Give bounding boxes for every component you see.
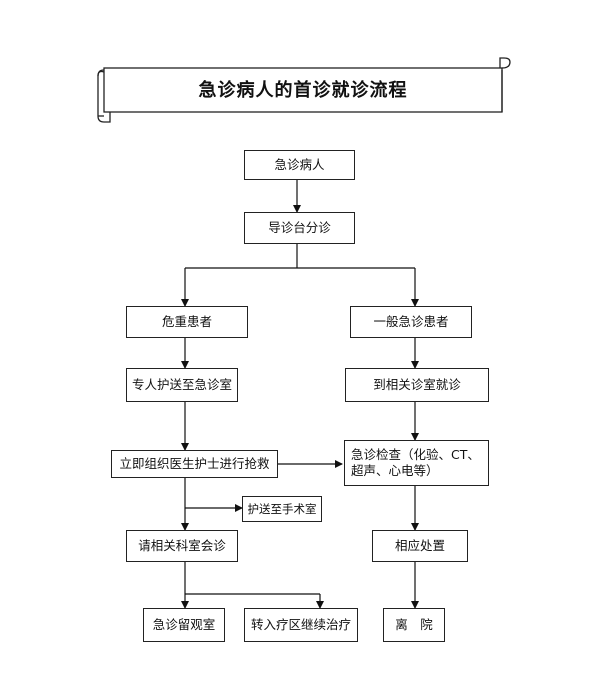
node-label: 到相关诊室就诊	[373, 377, 461, 392]
node-label: 离 院	[395, 617, 433, 632]
node-observation-room: 急诊留观室	[143, 608, 225, 642]
node-label: 急诊留观室	[152, 617, 216, 632]
page-title: 急诊病人的首诊就诊流程	[198, 80, 408, 101]
node-label: 一般急诊患者	[373, 314, 449, 329]
node-label: 立即组织医生护士进行抢救	[119, 456, 270, 471]
node-triage-desk: 导诊台分诊	[244, 212, 355, 244]
node-label: 急诊检查（化验、CT、 超声、心电等）	[351, 447, 480, 478]
node-emergency-exam: 急诊检查（化验、CT、 超声、心电等）	[344, 440, 489, 486]
node-transfer-ward: 转入疗区继续治疗	[244, 608, 358, 642]
node-label: 转入疗区继续治疗	[250, 617, 351, 632]
node-escort-to-er: 专人护送至急诊室	[126, 368, 238, 402]
node-label: 护送至手术室	[247, 502, 317, 516]
node-emergency-patient: 急诊病人	[244, 150, 355, 180]
node-label: 危重患者	[161, 314, 212, 329]
node-label: 请相关科室会诊	[138, 538, 226, 553]
node-label: 专人护送至急诊室	[131, 377, 232, 392]
node-escort-to-surgery: 护送至手术室	[242, 496, 322, 522]
node-label: 急诊病人	[274, 157, 325, 172]
node-discharge: 离 院	[383, 608, 445, 642]
node-critical-patient: 危重患者	[126, 306, 248, 338]
node-rescue: 立即组织医生护士进行抢救	[111, 450, 278, 478]
node-go-to-clinic: 到相关诊室就诊	[345, 368, 489, 402]
node-label: 导诊台分诊	[268, 220, 331, 235]
node-label: 相应处置	[394, 538, 445, 553]
node-consultation: 请相关科室会诊	[126, 530, 238, 562]
node-treatment: 相应处置	[372, 530, 468, 562]
title-banner-scroll	[97, 57, 511, 123]
node-general-patient: 一般急诊患者	[350, 306, 472, 338]
